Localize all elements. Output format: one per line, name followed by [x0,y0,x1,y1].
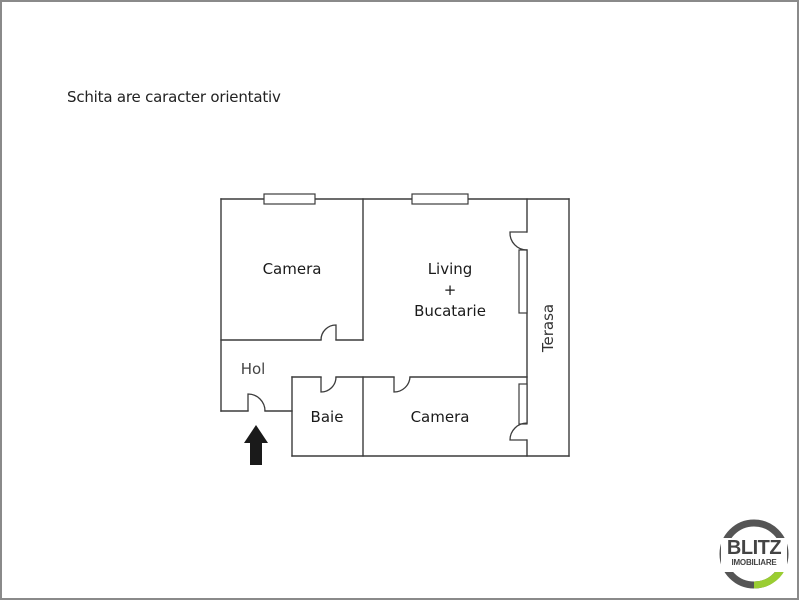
window-camera-1 [263,193,316,205]
disclaimer-note: Schita are caracter orientativ [67,88,281,106]
door-terasa-1 [509,231,528,251]
door-baie [320,376,337,393]
living-line2: + [443,281,457,299]
window-living-side [518,249,528,314]
logo-ring-icon [719,519,789,589]
logo-subtitle: IMOBILIARE [731,558,777,567]
window-camera-2-side [518,383,528,425]
door-terasa-2 [509,422,528,441]
door-camera-1 [320,324,337,341]
door-entrance [247,393,266,412]
room-label-hol: Hol [240,360,266,378]
living-line3: Bucatarie [414,302,486,320]
logo-title: BLITZ [726,537,782,559]
room-label-baie: Baie [310,408,344,426]
door-camera-2 [393,376,411,393]
room-label-terasa: Terasa [539,303,557,353]
window-living-top [411,193,469,205]
room-label-living: Living + Bucatarie [400,259,500,322]
arrow-up-icon [244,425,268,465]
blitz-logo: BLITZ IMOBILIARE [718,518,790,590]
room-label-camera-2: Camera [410,408,470,426]
living-line1: Living [427,260,473,278]
room-label-camera-1: Camera [262,260,322,278]
